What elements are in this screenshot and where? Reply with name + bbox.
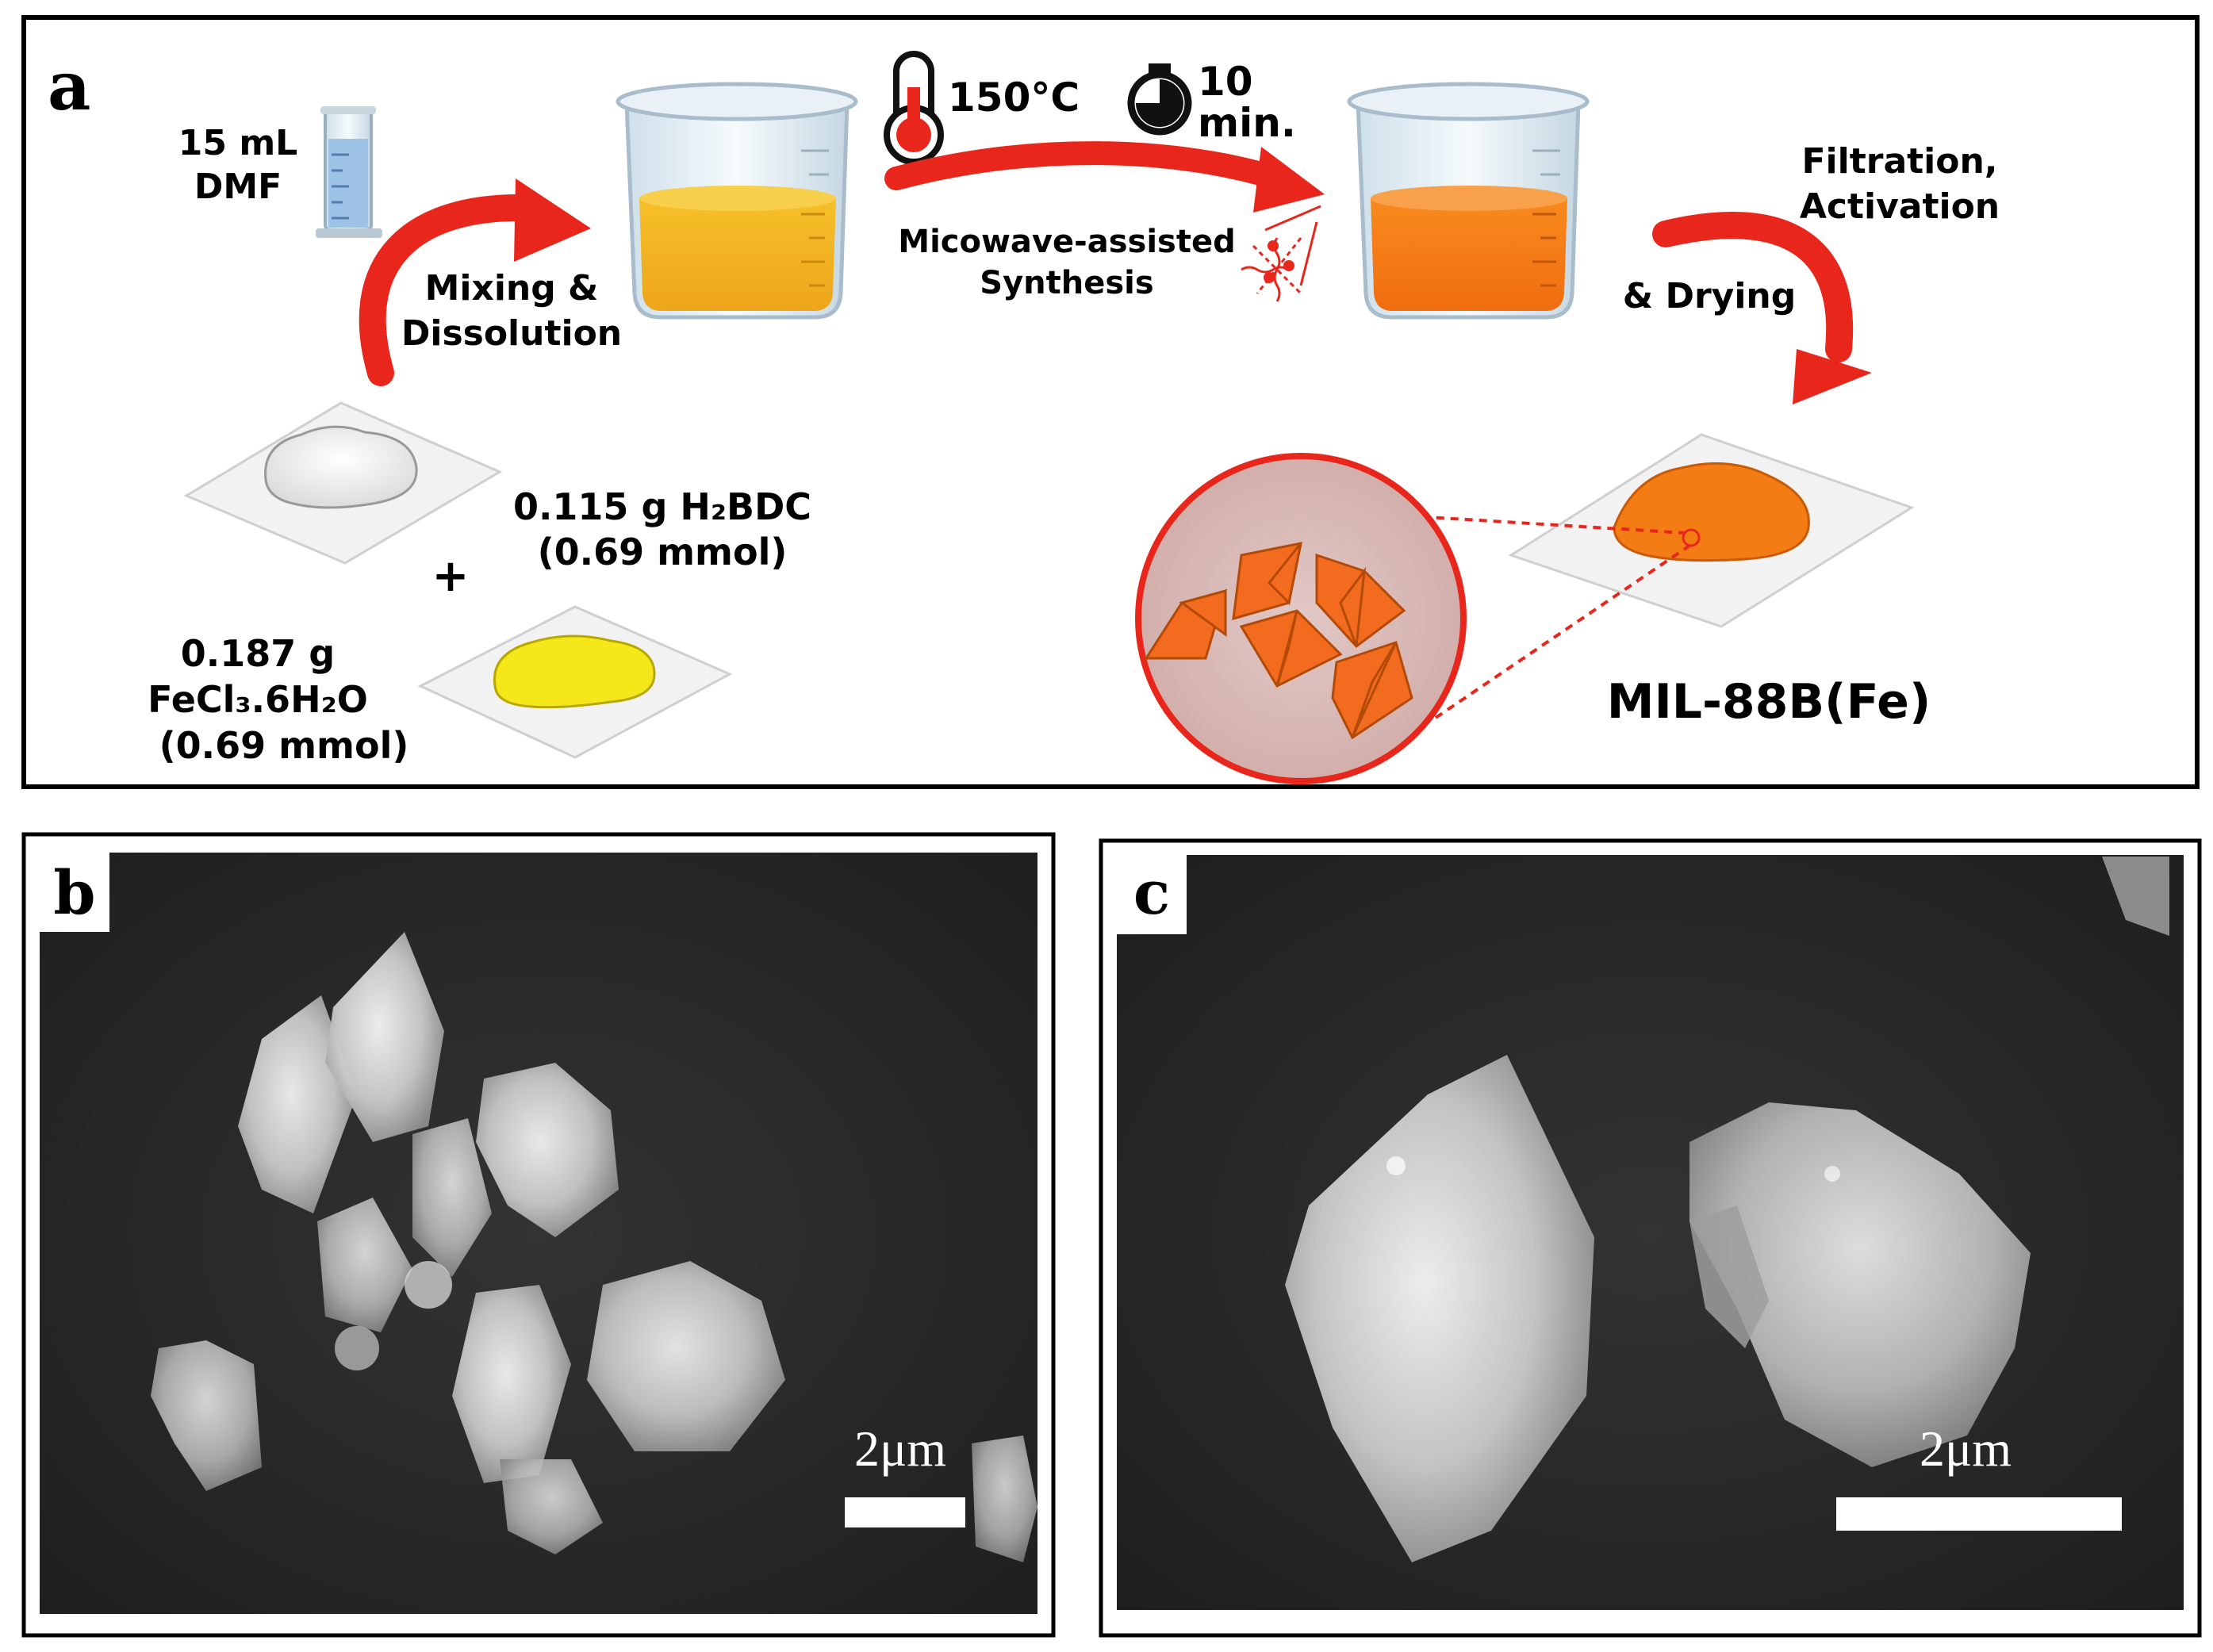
h2bdc-powder-icon [183,401,503,565]
synthesis-arrow [884,141,1325,213]
beaker-orange-icon [1347,82,1590,320]
drying-label: & Drying [1623,276,1797,316]
panel-a: a 15 mL DMF Mixing & Dissolution [21,15,2200,789]
synthesis-method-label: Micowave-assisted [898,224,1235,260]
activation-label: Activation [1800,186,2000,227]
crystal-zoom-circle [1135,453,1467,784]
plus-sign: + [432,550,470,602]
product-label: MIL-88B(Fe) [1607,674,1931,730]
filtration-arrow [1652,212,1872,404]
octahedral-crystals-icon [1144,542,1413,740]
scale-bar-c [1836,1497,2122,1531]
synthesis-label: Synthesis [980,265,1153,301]
temperature-label: 150°C [948,75,1080,121]
sem-crystals-c [1285,857,2169,1562]
panel-c-label-box [1117,855,1187,934]
panel-b: b 2μm [21,832,1056,1638]
time-value-label: 10 [1198,59,1253,105]
fecl3-mmol-label: (0.69 mmol) [159,724,409,767]
h2bdc-amount-label: 0.115 g H₂BDC [513,485,811,528]
scale-bar-b [845,1497,965,1527]
time-unit-label: min. [1198,100,1296,146]
dissolution-label: Dissolution [401,313,622,354]
panel-c-label: c [1133,857,1170,928]
fecl3-powder-icon [417,605,733,759]
panel-b-label-box [40,853,109,932]
sem-crystals-b [151,932,1037,1562]
panel-b-label: b [53,857,95,928]
microwave-radiation-icon [1241,205,1321,302]
stopwatch-icon [1127,63,1192,136]
dmf-volume-label: 15 mL [178,123,297,163]
scale-label-b: 2μm [854,1420,946,1477]
thermometer-icon [884,51,944,165]
h2bdc-mmol-label: (0.69 mmol) [538,531,788,573]
scale-label-c: 2μm [1920,1420,2012,1477]
dmf-label: DMF [194,167,282,207]
graduated-cylinder-icon [316,106,382,238]
fecl3-formula-label: FeCl₃.6H₂O [148,678,368,721]
fecl3-amount-label: 0.187 g [181,632,335,675]
mixing-label: Mixing & [425,268,599,309]
mixing-arrow [359,178,591,386]
filtration-label: Filtration, [1801,141,1997,182]
panel-c: c 2μm [1099,838,2202,1638]
sem-image-c [1117,855,2184,1610]
mil88b-powder-icon [1508,433,1915,628]
panel-a-label: a [48,47,90,125]
beaker-yellow-icon [616,82,858,320]
